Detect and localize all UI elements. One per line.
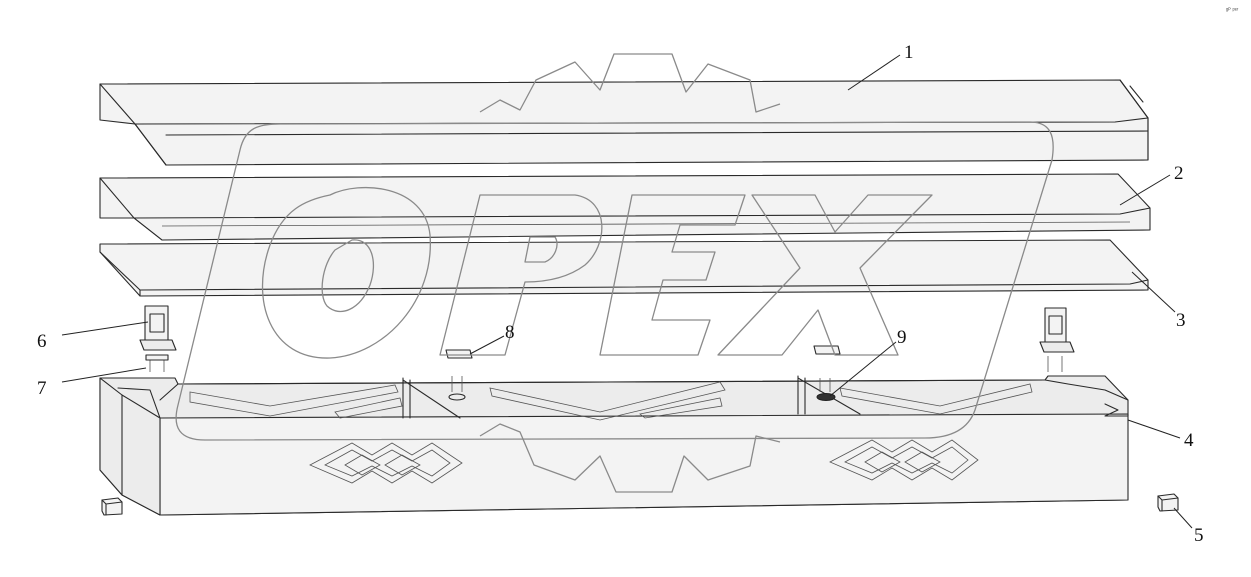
part-7-pin: [145, 354, 169, 372]
callout-9: 9: [897, 327, 907, 348]
ornament-right: [829, 439, 979, 481]
opex-watermark: [175, 53, 1054, 493]
part-3-lower-board: [99, 239, 1149, 297]
callout-7: 7: [37, 378, 47, 399]
callout-3: 3: [1176, 310, 1186, 331]
part-2-middle-board: [99, 173, 1151, 242]
corner-mark: ᵍᴾ ᵖᵉʳ: [1226, 7, 1239, 14]
callout-4: 4: [1184, 430, 1194, 451]
callout-8: 8: [505, 322, 515, 343]
leader-lines: [61, 54, 1193, 529]
callout-6: 6: [37, 331, 47, 352]
part-5-foot: [101, 493, 1179, 516]
callouts: 1 2 3 4 5 6 7 8 9: [37, 42, 1204, 546]
callout-2: 2: [1174, 163, 1184, 184]
ornament-left: [309, 442, 463, 484]
callout-1: 1: [904, 42, 914, 63]
callout-5: 5: [1194, 525, 1204, 546]
watermark-letters: [262, 186, 933, 359]
part-8-latch: [445, 349, 473, 401]
part-6-hinge: [139, 305, 1075, 372]
part-4-base-tray: [99, 375, 1129, 516]
